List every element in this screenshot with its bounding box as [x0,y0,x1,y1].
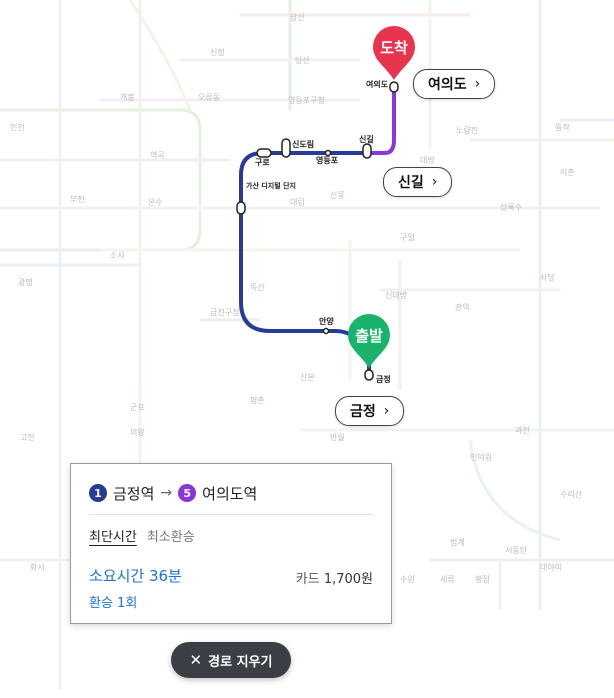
svg-text:군포: 군포 [130,403,145,412]
svg-text:인천: 인천 [10,122,25,132]
line-1-badge: 1 [89,484,107,502]
fare-value: 1,700원 [323,572,373,587]
svg-text:당산: 당산 [295,55,310,65]
svg-text:신정: 신정 [210,47,225,57]
station-marker-guro[interactable] [256,148,272,158]
line-5-badge: 5 [178,484,197,502]
arrival-pin[interactable]: 도착 [373,26,415,80]
svg-text:소사: 소사 [110,251,125,260]
route-panel: 1 금정역 → 5 여의도역 최단시간 최소환승 소요시간 36분 환승 1회 … [70,463,392,624]
label-anyang: 안양 [319,316,334,326]
label-geumjeong: 금정 [376,374,391,384]
svg-text:개봉: 개봉 [120,92,135,102]
station-marker-geumjeong[interactable] [364,369,374,381]
route-transfers: 환승 1회 [89,596,138,611]
svg-text:당산: 당산 [290,12,305,22]
svg-text:상록수: 상록수 [500,202,522,212]
svg-text:광명: 광명 [18,277,33,287]
station-marker-yeouido[interactable] [389,81,399,93]
svg-text:세류: 세류 [440,575,455,584]
station-marker-gasan[interactable] [236,201,246,215]
station-marker-singil[interactable] [362,143,372,159]
from-station: 금정역 [113,484,155,503]
svg-text:서동탄: 서동탄 [505,545,528,555]
route-header: 1 금정역 → 5 여의도역 [89,478,373,515]
svg-text:과천: 과천 [515,425,530,435]
svg-text:대림: 대림 [290,197,305,207]
close-icon: ✕ [189,651,203,669]
svg-text:고잔: 고잔 [20,432,35,442]
departure-pin[interactable]: 출발 [348,314,390,368]
label-guro: 구로 [255,158,270,167]
arrow-right-icon: → [160,485,173,501]
svg-text:구일: 구일 [400,233,415,242]
svg-text:관악: 관악 [455,302,470,312]
label-gasan: 가산 디지털 단지 [246,181,296,190]
station-marker-sindorim[interactable] [281,138,291,158]
station-button-singil[interactable]: 신길 › [383,167,453,197]
svg-text:금천구청: 금천구청 [210,307,239,317]
station-button-yeouido[interactable]: 여의도 › [413,69,496,99]
svg-text:역곡: 역곡 [150,150,165,160]
departure-pin-label: 출발 [355,327,383,345]
clear-route-label: 경로 지우기 [208,654,273,670]
svg-text:독산: 독산 [250,282,265,292]
svg-text:사당: 사당 [540,272,555,282]
station-marker-yeongdeungpo[interactable] [324,149,332,157]
svg-text:의왕: 의왕 [130,427,145,437]
station-button-singil-label: 신길 [398,175,424,191]
tab-fastest[interactable]: 최단시간 [89,530,137,545]
svg-text:영등포구청: 영등포구청 [288,95,325,105]
route-tabs: 최단시간 최소환승 [89,526,195,545]
svg-text:대야미: 대야미 [540,562,562,572]
svg-text:수원: 수원 [400,575,415,584]
label-yeongdeungpo: 영등포 [316,155,339,165]
route-fare: 카드 1,700원 [296,568,373,587]
station-button-yeouido-label: 여의도 [428,77,467,93]
svg-text:산본: 산본 [300,372,315,382]
svg-text:노량진: 노량진 [456,125,478,135]
station-marker-anyang[interactable] [322,327,330,335]
route-duration: 소요시간 36분 [89,567,182,585]
svg-text:부천: 부천 [70,194,85,204]
svg-text:신풍: 신풍 [330,191,345,200]
svg-text:신대방: 신대방 [385,290,408,300]
chevron-right-icon: › [383,403,390,419]
svg-text:병점: 병점 [475,574,490,584]
svg-text:온수: 온수 [148,198,163,207]
svg-text:수리산: 수리산 [560,489,583,499]
svg-text:이촌: 이촌 [560,167,575,177]
label-yeouido: 여의도 [366,79,389,89]
fare-label: 카드 [295,572,320,587]
route-station-markers[interactable] [236,81,399,381]
station-button-geumjeong[interactable]: 금정 › [335,396,405,426]
station-button-geumjeong-label: 금정 [350,404,376,420]
svg-text:평촌: 평촌 [250,395,265,405]
svg-text:범계: 범계 [450,537,465,547]
tab-min-transfer[interactable]: 최소환승 [146,530,195,545]
chevron-right-icon: › [431,174,438,190]
svg-text:오류동: 오류동 [198,93,220,102]
route-line-5 [367,86,396,155]
label-singil: 신길 [359,134,374,144]
svg-text:반월: 반월 [330,432,345,442]
svg-text:동작: 동작 [555,122,570,132]
label-sindorim: 신도림 [292,139,314,149]
svg-text:인덕원: 인덕원 [470,452,492,462]
svg-text:화서: 화서 [30,563,45,572]
clear-route-button[interactable]: ✕ 경로 지우기 [171,642,291,678]
chevron-right-icon: › [474,76,481,92]
to-station: 여의도역 [202,484,258,503]
svg-text:대방: 대방 [420,155,435,165]
arrival-pin-label: 도착 [380,39,408,57]
